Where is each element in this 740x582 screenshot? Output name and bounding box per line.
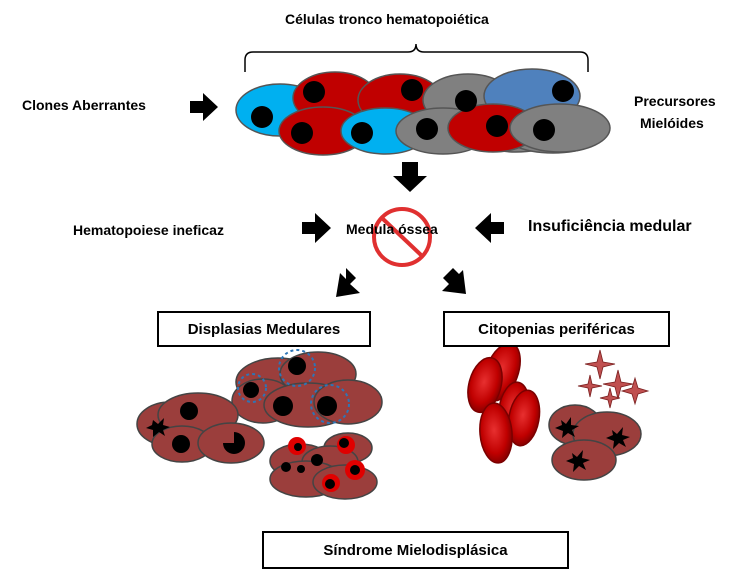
dysplastic-black-nuclei (281, 438, 360, 489)
cytopenia-star-nuclei (555, 417, 630, 472)
dysplastic-nuclei-left (146, 402, 245, 454)
arrow-to-dysplasias (336, 268, 360, 297)
ineffective-hematopoiesis-label: Hematopoiese ineficaz (73, 222, 224, 238)
stem-cell (509, 103, 611, 153)
cytopenia-cells (548, 404, 642, 481)
platelets (577, 349, 650, 409)
dysplastic-nuclei-upper (243, 357, 337, 416)
mds-box: Síndrome Mielodisplásica (262, 531, 569, 569)
aberrant-clones-label: Clones Aberrantes (22, 97, 146, 113)
top-brace (244, 43, 589, 72)
myeloid-precursors-label-1: Precursores (634, 93, 716, 109)
arrow-aberrant-clones (190, 93, 218, 121)
arrow-marrow-failure (475, 213, 504, 243)
stem-cell-cluster (235, 68, 611, 156)
stem-cell-nuclei (251, 79, 574, 144)
marrow-failure-label: Insuficiência medular (528, 218, 692, 235)
bone-marrow-label: Medula óssea (346, 221, 438, 237)
no-sign (372, 207, 432, 267)
peripheral-cytopenias-box: Citopenias periféricas (443, 311, 670, 347)
arrows (190, 93, 504, 297)
marrow-dysplasias-box: Displasias Medulares (157, 311, 371, 347)
arrow-down-marrow (393, 162, 427, 192)
arrow-ineffective-hematopoiesis (302, 213, 331, 243)
arrow-to-cytopenias (442, 268, 466, 294)
red-blood-cells (467, 342, 541, 464)
myeloid-precursors-label-2: Mielóides (640, 115, 704, 131)
stem-cells-title: Células tronco hematopoiética (285, 11, 489, 27)
dysplastic-dotted-rings (237, 349, 350, 424)
